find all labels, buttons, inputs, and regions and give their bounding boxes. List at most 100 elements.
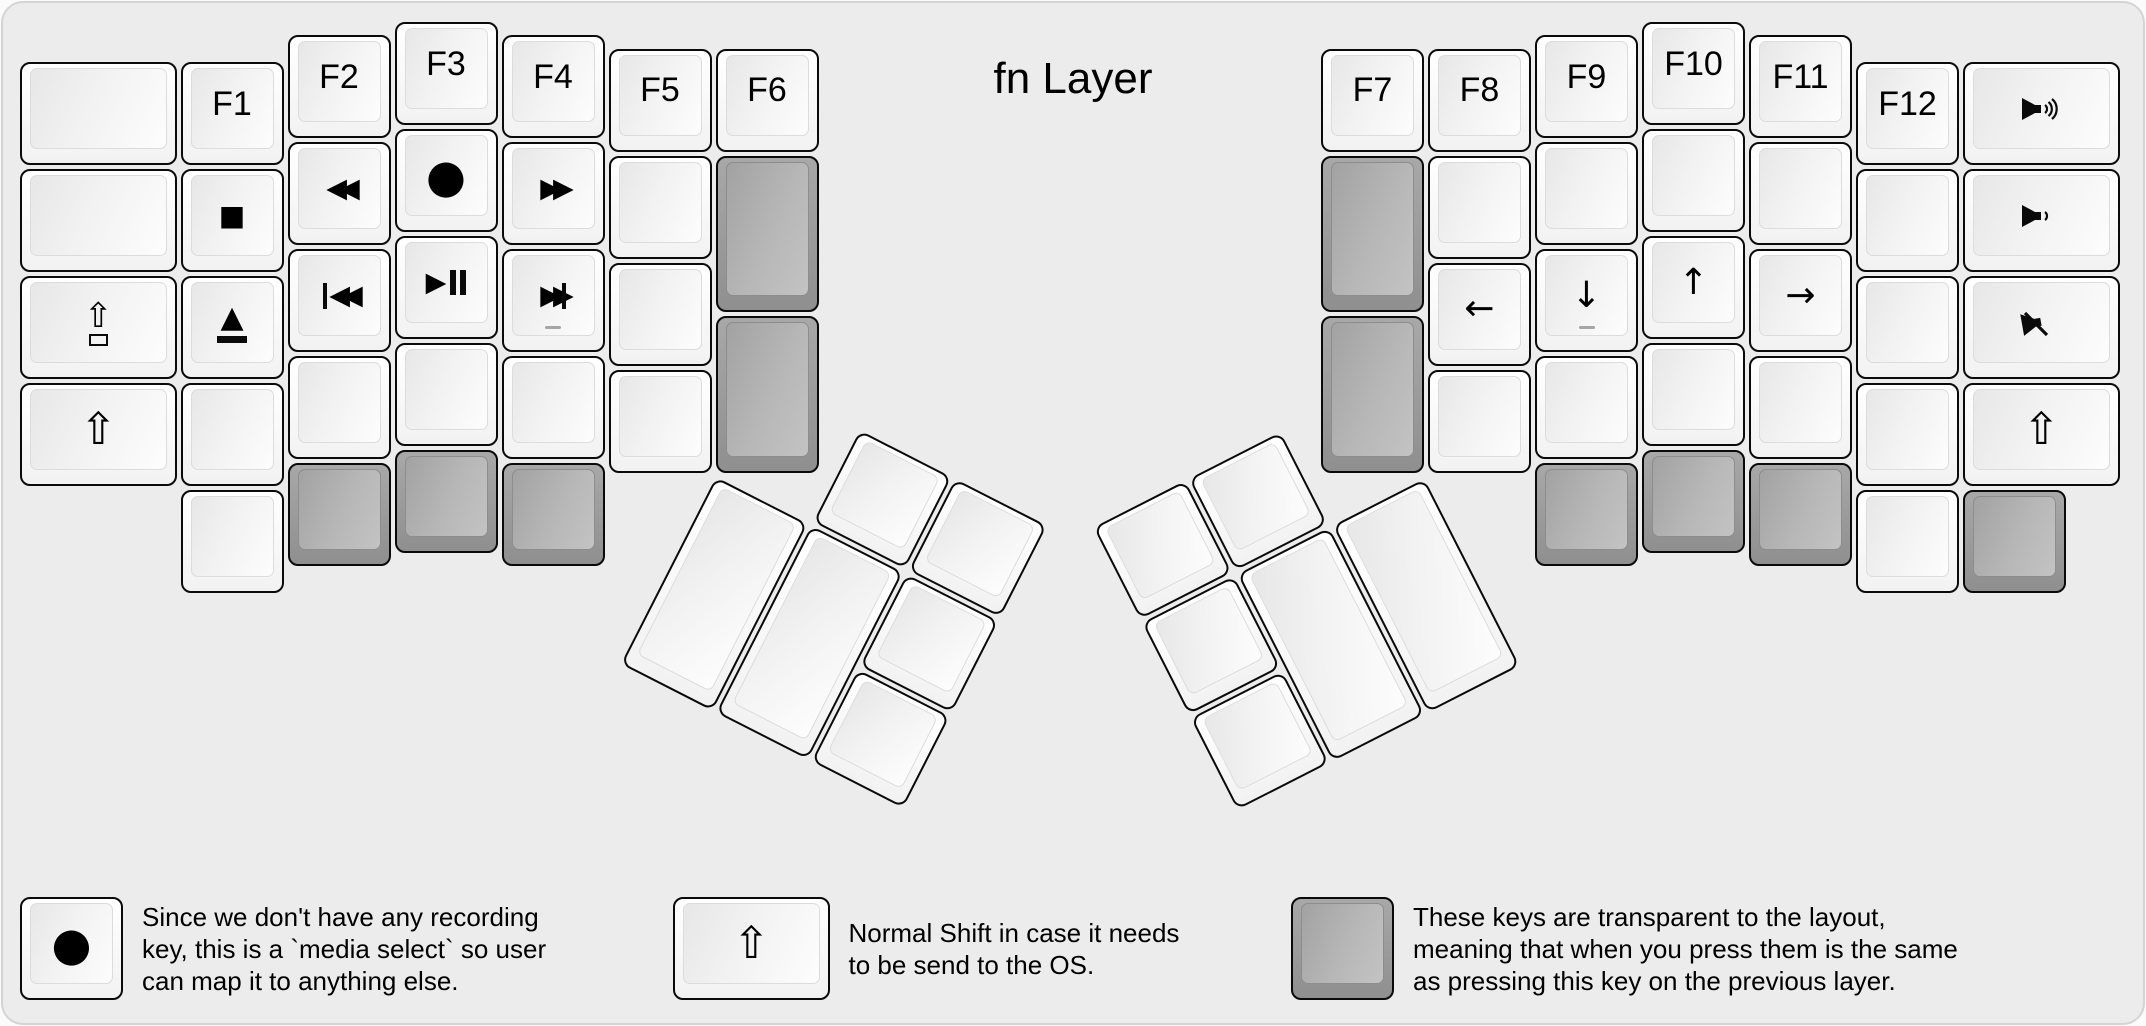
keycap-surface: ◀◀ [297, 255, 381, 337]
key-blank[interactable] [1642, 343, 1745, 446]
key-transparent[interactable] [501, 463, 605, 567]
keycap-surface [1652, 135, 1735, 216]
keycap-surface: ● [30, 903, 113, 984]
legend-sample-key: ● [20, 897, 123, 1000]
keycap-surface: F11 [1759, 41, 1842, 123]
key-blank[interactable] [1642, 129, 1745, 232]
key-f11[interactable]: F11 [1749, 35, 1852, 139]
eject-bar [217, 335, 247, 343]
key-blank[interactable] [1856, 490, 1959, 594]
homing-dash [545, 326, 561, 330]
key-blank[interactable] [1428, 369, 1531, 473]
key-prev-track[interactable]: ◀◀ [287, 249, 391, 353]
key-blank[interactable] [287, 356, 391, 460]
key-transparent[interactable] [1321, 316, 1424, 473]
key-blank[interactable] [608, 369, 712, 473]
legend-text-line: can map it to anything else. [142, 965, 459, 996]
keycap-surface [1973, 175, 2110, 257]
key-label: F6 [747, 71, 787, 110]
key-blank[interactable] [1856, 169, 1959, 273]
key-arrow-left[interactable]: ← [1428, 262, 1531, 366]
key-transparent[interactable] [1321, 155, 1424, 313]
key-rewind[interactable]: ◀◀ [287, 142, 391, 246]
key-blank[interactable] [1749, 142, 1852, 246]
legend-sample-key-shift: ⇧ [673, 897, 830, 1000]
legend-text-line: to be send to the OS. [848, 949, 1095, 980]
key-shift[interactable]: ⇧ [20, 383, 177, 487]
key-blank[interactable] [394, 343, 498, 446]
key-transparent[interactable] [715, 155, 819, 313]
key-media-select[interactable]: ● [394, 129, 498, 232]
volume-up-icon [2020, 92, 2062, 126]
stop-icon: ■ [218, 198, 246, 232]
keycap-surface [618, 375, 702, 457]
mute-icon [2020, 306, 2062, 340]
key-transparent[interactable] [715, 316, 819, 473]
play-triangle: ▶ [425, 267, 447, 298]
key-blank[interactable] [1749, 356, 1852, 460]
key-blank[interactable] [608, 262, 712, 366]
key-capslock[interactable]: ⇧ [20, 276, 177, 380]
key-eject[interactable]: ▲ [180, 276, 284, 380]
key-mute[interactable] [1963, 276, 2120, 380]
key-arrow-up[interactable]: ↑ [1642, 236, 1745, 339]
keycap-surface [190, 389, 274, 471]
key-f2[interactable]: F2 [287, 35, 391, 139]
key-f10[interactable]: F10 [1642, 22, 1745, 125]
shift-icon: ⇧ [79, 403, 117, 455]
keycap-surface: ▲ [190, 282, 274, 364]
key-fast-forward[interactable]: ▶▶ [501, 142, 605, 246]
keycap-surface [1759, 148, 1842, 230]
key-volume-up[interactable] [1963, 62, 2120, 166]
key-f4[interactable]: F4 [501, 35, 605, 139]
key-transparent[interactable] [1535, 463, 1638, 567]
key-transparent[interactable] [394, 450, 498, 553]
key-f7[interactable]: F7 [1321, 48, 1424, 152]
key-blank[interactable] [1535, 356, 1638, 460]
key-next-track[interactable]: ▶▶ [501, 249, 605, 353]
key-f6[interactable]: F6 [715, 48, 819, 152]
legend-text-line: meaning that when you press them is the … [1413, 933, 1958, 964]
key-arrow-right[interactable]: → [1749, 249, 1852, 353]
key-transparent[interactable] [1642, 450, 1745, 553]
key-blank[interactable] [20, 62, 177, 166]
key-blank[interactable] [1535, 142, 1638, 246]
key-blank[interactable] [501, 356, 605, 460]
keycap-surface [30, 68, 167, 150]
key-transparent[interactable] [1963, 490, 2066, 594]
keycap-surface: ⇧ [30, 389, 167, 471]
legend-text-line: Since we don't have any recording [142, 901, 539, 932]
key-blank[interactable] [180, 490, 284, 594]
key-volume-down[interactable] [1963, 169, 2120, 273]
keycap-surface [190, 496, 274, 578]
key-label: F11 [1772, 57, 1829, 96]
key-arrow-down[interactable]: ↓ [1535, 249, 1638, 353]
key-blank[interactable] [1428, 155, 1531, 259]
key-transparent[interactable] [1749, 463, 1852, 567]
key-play-pause[interactable]: ▶ [394, 236, 498, 339]
key-f1[interactable]: F1 [180, 62, 284, 166]
page-title: fn Layer [993, 54, 1153, 103]
key-f8[interactable]: F8 [1428, 48, 1531, 152]
key-stop[interactable]: ■ [180, 169, 284, 273]
key-blank[interactable] [180, 383, 284, 487]
keycap-surface: F12 [1866, 68, 1949, 150]
key-f3[interactable]: F3 [394, 22, 498, 125]
key-blank[interactable] [20, 169, 177, 273]
legend-item-normal-shift: ⇧ Normal Shift in case it needs to be se… [673, 897, 1179, 1000]
caps-bar [88, 334, 108, 347]
keycap-surface [404, 456, 488, 537]
keycap-surface: F3 [404, 28, 488, 109]
keycap-surface [1652, 456, 1735, 537]
keycap-surface [725, 161, 809, 297]
key-blank[interactable] [1856, 276, 1959, 380]
key-f5[interactable]: F5 [608, 48, 712, 152]
legend-sample-key [1291, 897, 1394, 1000]
key-transparent[interactable] [287, 463, 391, 567]
key-f12[interactable]: F12 [1856, 62, 1959, 166]
key-f9[interactable]: F9 [1535, 35, 1638, 139]
key-blank[interactable] [1856, 383, 1959, 487]
keycap-surface [297, 469, 381, 551]
key-blank[interactable] [608, 155, 712, 259]
key-shift[interactable]: ⇧ [1963, 383, 2120, 487]
